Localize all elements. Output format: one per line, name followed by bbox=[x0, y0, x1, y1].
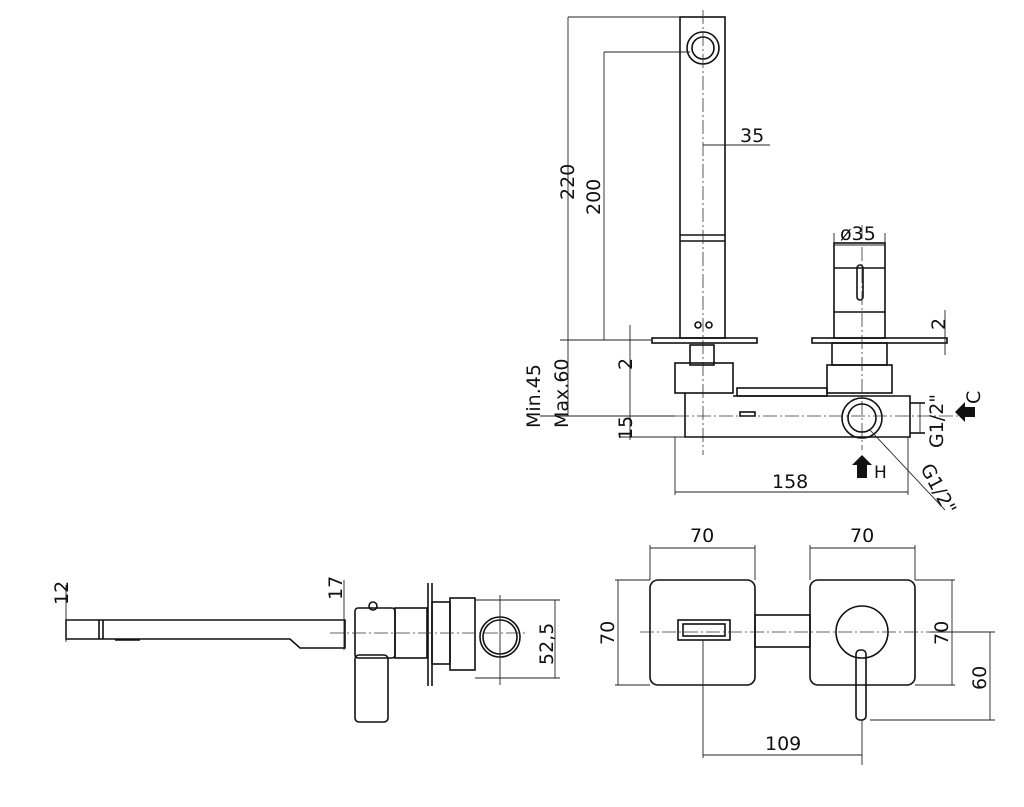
front-view: 70 70 70 70 60 109 bbox=[597, 525, 995, 765]
side-view: 12 17 52,5 bbox=[51, 576, 560, 723]
spout-body bbox=[679, 16, 726, 339]
side-handle bbox=[354, 654, 389, 723]
cold-arrow-icon bbox=[955, 402, 975, 422]
dim-d35: ø35 bbox=[840, 223, 876, 245]
dim-12: 12 bbox=[51, 581, 73, 605]
dim-70-left: 70 bbox=[597, 621, 619, 645]
dim-15: 15 bbox=[615, 416, 637, 440]
dim-158: 158 bbox=[772, 471, 808, 493]
handle-lever bbox=[855, 649, 867, 721]
dim-70-right: 70 bbox=[931, 621, 953, 645]
handle-body bbox=[833, 242, 886, 339]
dim-2-left: 2 bbox=[615, 358, 637, 370]
top-view: 220 200 35 ø35 2 2 Min.45 Max.60 15 158 … bbox=[523, 10, 985, 518]
handle-plate-front bbox=[809, 579, 916, 686]
spout-plate-front bbox=[649, 579, 756, 686]
dim-70-top-right: 70 bbox=[850, 525, 874, 547]
dim-17: 17 bbox=[325, 576, 347, 600]
dim-60: 60 bbox=[969, 666, 991, 690]
side-spout bbox=[65, 619, 346, 649]
spout-wall-plate bbox=[651, 337, 758, 344]
dim-109: 109 bbox=[765, 733, 801, 755]
dim-200: 200 bbox=[583, 179, 605, 215]
dim-52-5: 52,5 bbox=[536, 623, 558, 665]
dim-70-top-left: 70 bbox=[690, 525, 714, 547]
dim-2-right: 2 bbox=[928, 318, 950, 330]
dim-220: 220 bbox=[557, 164, 579, 200]
dim-max-60: Max.60 bbox=[551, 359, 573, 429]
label-cold: C bbox=[963, 391, 985, 404]
thread-hot: G1/2" bbox=[916, 460, 961, 518]
hot-arrow-icon bbox=[852, 455, 872, 478]
dim-35: 35 bbox=[740, 125, 764, 147]
inlet-connection bbox=[841, 397, 883, 439]
dim-min-45: Min.45 bbox=[523, 364, 545, 428]
spout-slot bbox=[677, 619, 731, 641]
label-hot: H bbox=[874, 463, 887, 483]
thread-cold: G1/2" bbox=[926, 394, 948, 448]
